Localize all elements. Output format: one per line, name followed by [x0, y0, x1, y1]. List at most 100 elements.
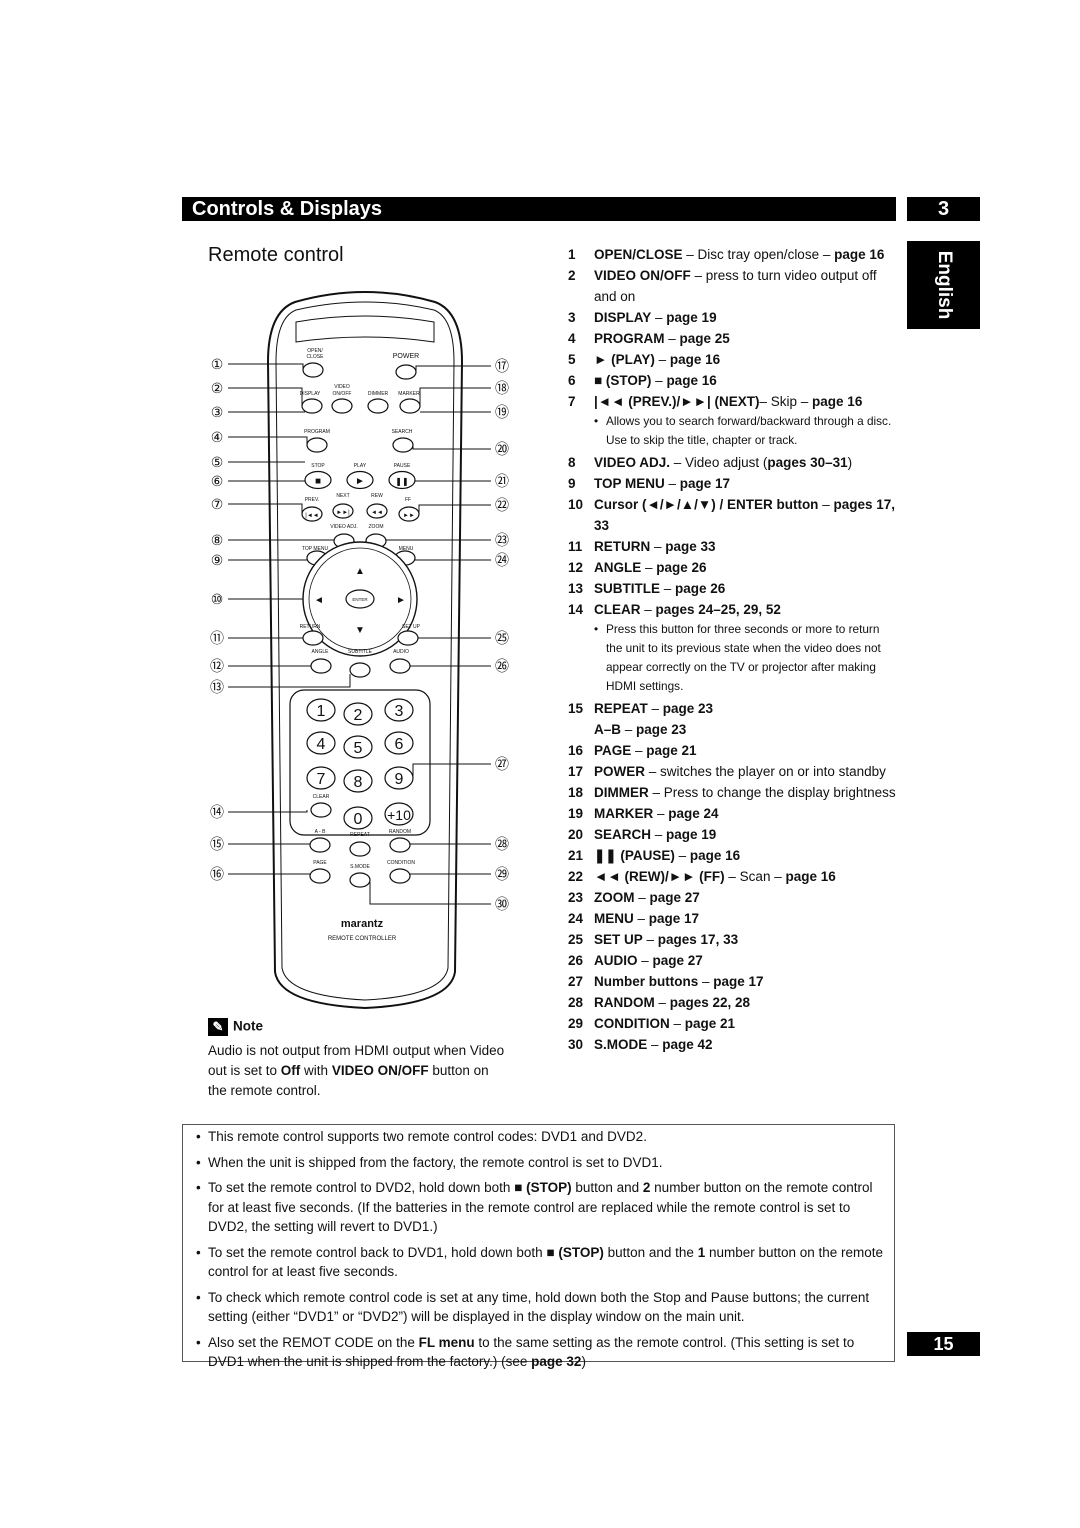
- repeat-button: [349, 841, 371, 857]
- list-item: 20 SEARCH – page 19: [568, 824, 898, 845]
- brand-logo: marantz: [341, 918, 384, 930]
- number-button-label: 5: [354, 740, 363, 757]
- remote-caption: REMOTE CONTROLLER: [328, 936, 397, 942]
- item-number: 5: [568, 352, 576, 367]
- ab-button: [309, 837, 331, 853]
- callout-line-13: [228, 674, 351, 688]
- callout-20: ⑳: [495, 441, 509, 457]
- subtitle-button: [349, 662, 371, 678]
- next-label: NEXT: [336, 493, 349, 499]
- callout-16: ⑯: [210, 866, 224, 882]
- condition-label: CONDITION: [387, 860, 415, 866]
- marker-button: [399, 398, 421, 414]
- plus10-button: [384, 802, 414, 826]
- note-label: Note: [233, 1018, 263, 1034]
- item-text: ZOOM – page 27: [594, 890, 700, 905]
- page-button: [309, 868, 331, 884]
- cursor-right-icon: ►: [396, 595, 406, 606]
- item-text: SEARCH – page 19: [594, 827, 717, 842]
- list-item: 6■ (STOP) – page 16: [568, 370, 898, 391]
- page-number: 15: [907, 1332, 980, 1356]
- list-item: 7|◄◄ (PREV.)/►►| (NEXT)– Skip – page 16: [568, 391, 898, 412]
- program-button: [306, 437, 328, 453]
- item-text: MENU – page 17: [594, 911, 700, 926]
- item-text: S.MODE – page 42: [594, 1037, 713, 1052]
- number-button-label: 2: [354, 707, 363, 724]
- remote-top-window: [295, 315, 435, 343]
- list-item: 26 AUDIO – page 27: [568, 950, 898, 971]
- enter-label: ENTER: [352, 597, 368, 602]
- item-text: AUDIO – page 27: [594, 953, 703, 968]
- power-button: [395, 364, 417, 380]
- section-title: Remote control: [208, 244, 344, 266]
- chapter-number: 3: [907, 197, 980, 221]
- item-number: 23: [568, 890, 584, 905]
- rew-label: REW: [371, 493, 383, 499]
- item-number: 12: [568, 560, 584, 575]
- number-button-4: [306, 731, 336, 755]
- info-bullet: To check which remote control code is se…: [196, 1288, 888, 1327]
- item-number: 13: [568, 581, 584, 596]
- smode-button: [349, 872, 371, 888]
- pause-icon: ❚❚: [395, 477, 408, 486]
- search-button: [392, 437, 414, 453]
- display-button: [301, 398, 323, 414]
- callout-3: ③: [211, 404, 224, 420]
- video-adj-label: VIDEO ADJ.: [330, 524, 358, 530]
- item-text: VIDEO ON/OFF – press to turn video outpu…: [594, 268, 877, 304]
- callout-8: ⑧: [211, 532, 224, 548]
- callout-4: ④: [211, 429, 224, 445]
- condition-button: [389, 868, 411, 884]
- rew-icon: ◄◄: [371, 510, 383, 516]
- item-text: ◄◄ (REW)/►► (FF) – Scan – page 16: [594, 869, 836, 884]
- search-label: SEARCH: [392, 429, 413, 435]
- page-label: PAGE: [313, 860, 327, 866]
- callout-2: ②: [211, 380, 224, 396]
- header-bar: [182, 197, 896, 221]
- page-header-title: Controls & Displays: [192, 198, 383, 220]
- number-button-label: 9: [395, 771, 404, 788]
- item-text: PAGE – page 21: [594, 743, 697, 758]
- item-text: SUBTITLE – page 26: [594, 581, 726, 596]
- clear-button: [310, 802, 332, 818]
- item-text: ► (PLAY) – page 16: [594, 352, 721, 367]
- item-text: ❚❚ (PAUSE) – page 16: [594, 848, 741, 863]
- program-label: PROGRAM: [304, 429, 330, 435]
- list-item: 23 ZOOM – page 27: [568, 887, 898, 908]
- play-icon: ►: [355, 476, 365, 487]
- item-number: 6: [568, 373, 576, 388]
- item-number: 18: [568, 785, 584, 800]
- callout-28: ㉘: [495, 836, 509, 852]
- callout-30: ㉚: [495, 896, 509, 912]
- callout-6: ⑥: [211, 473, 224, 489]
- callout-12: ⑫: [210, 658, 224, 674]
- ff-icon: ►►: [403, 513, 415, 519]
- number-button-label: 3: [395, 703, 404, 720]
- number-button-1: [306, 698, 336, 722]
- item-number: 1: [568, 247, 576, 262]
- number-button-2: [343, 702, 373, 726]
- item-text: TOP MENU – page 17: [594, 476, 731, 491]
- item-text: |◄◄ (PREV.)/►►| (NEXT)– Skip – page 16: [594, 394, 863, 409]
- on-off-label: ON/OFF: [333, 391, 352, 397]
- item-number: 20: [568, 827, 584, 842]
- rew-button: [366, 503, 388, 519]
- next-button: [332, 503, 354, 519]
- number-button-label: 8: [354, 774, 363, 791]
- item-text: CONDITION – page 21: [594, 1016, 736, 1031]
- number-button-5: [343, 735, 373, 759]
- info-bullet: Also set the REMOT CODE on the FL menu t…: [196, 1333, 888, 1372]
- info-bullet: This remote control supports two remote …: [196, 1127, 888, 1147]
- note-text: Audio is not output from HDMI output whe…: [208, 1043, 505, 1098]
- item-number: 26: [568, 953, 584, 968]
